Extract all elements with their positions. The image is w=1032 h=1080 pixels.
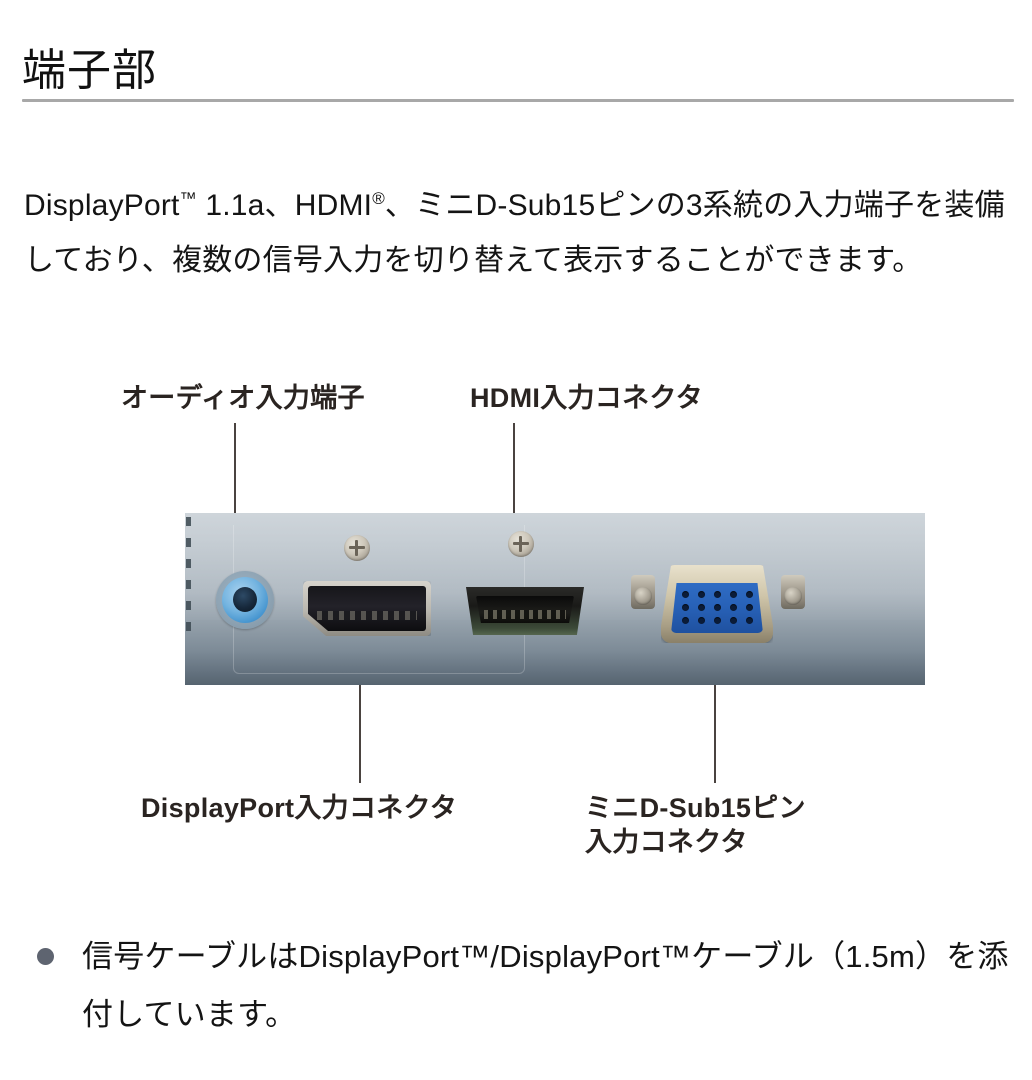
mini-dsub15-connector-icon [661,565,773,643]
monitor-rear-panel-photo [185,513,925,685]
note-list-item: 信号ケーブルはDisplayPort™/DisplayPort™ケーブル（1.5… [30,928,1010,1044]
vga-pin-row [671,591,763,599]
displayport-connector-icon [303,581,431,636]
label-displayport-input-connector: DisplayPort入力コネクタ [141,793,458,823]
page-title: 端子部 [22,46,157,96]
label-audio-input-terminal: オーディオ入力端子 [121,383,365,413]
label-hdmi-input-connector: HDMI入力コネクタ [470,383,703,413]
title-divider [22,99,1014,102]
vga-pin-row [671,617,763,625]
vga-insert [671,583,763,633]
intro-paragraph: DisplayPort™ 1.1a、HDMI®、ミニD-Sub15ピンの3系統の… [24,189,1005,277]
panel-screw-icon [508,531,534,557]
bullet-icon [37,948,54,965]
terminal-section-figure: オーディオ入力端子 HDMI入力コネクタ DisplayPort入力コネクタ ミ… [0,355,1032,895]
vent-slots [186,517,191,637]
note-text: 信号ケーブルはDisplayPort™/DisplayPort™ケーブル（1.5… [82,939,1009,1032]
vga-thumbscrew-icon [631,575,655,609]
leader-line-audio [232,423,239,591]
label-mini-dsub15-input-connector: ミニD-Sub15ピン 入力コネクタ [585,793,806,857]
panel-screw-icon [344,535,370,561]
leader-line-vga [712,617,719,783]
leader-line-displayport [357,618,364,783]
vga-thumbscrew-icon [781,575,805,609]
audio-jack-icon [216,571,274,629]
vga-pin-row [671,604,763,612]
hdmi-connector-icon [466,587,584,635]
